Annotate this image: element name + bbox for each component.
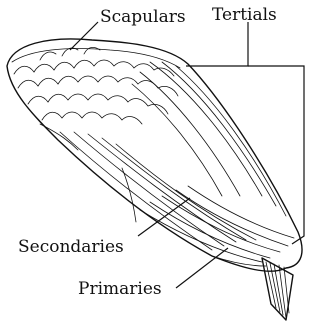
scapulars-leader	[70, 22, 98, 50]
tertial-feathers	[132, 62, 286, 216]
primaries-label: Primaries	[78, 279, 162, 299]
secondaries-label: Secondaries	[18, 237, 124, 257]
primaries-leader	[176, 248, 228, 288]
tertials-label: Tertials	[212, 5, 277, 25]
scapulars-label: Scapulars	[100, 7, 186, 27]
covert-rows	[12, 47, 180, 124]
tertials-leader	[186, 22, 248, 66]
tertials-leader-lower	[248, 66, 304, 244]
